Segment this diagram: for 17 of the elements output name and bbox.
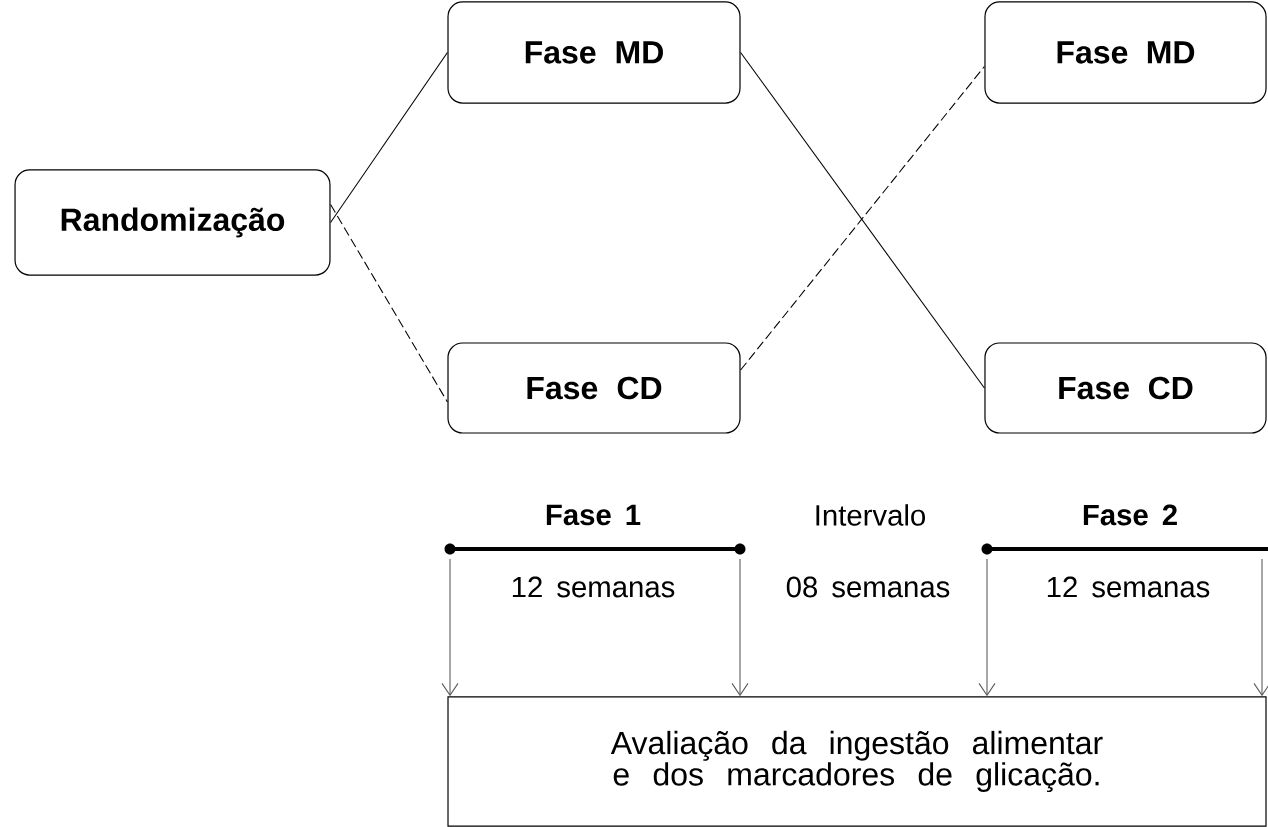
duration-label: 12 semanas — [1044, 575, 1212, 599]
arrow — [978, 558, 996, 697]
duration-label: Intervalo — [812, 502, 928, 528]
process-box: Fase MD — [984, 1, 1267, 104]
process-box: Fase CD — [984, 342, 1267, 434]
arrow — [1253, 558, 1268, 697]
text-box: Avaliação da ingestão alimentar e dos marcadores de glicação. — [447, 696, 1267, 827]
phase-label: Fase 1 — [543, 503, 643, 527]
process-box: Randomização — [14, 169, 331, 276]
arrow — [441, 558, 459, 697]
process-box: Fase MD — [447, 1, 741, 104]
process-box: Fase CD — [447, 342, 741, 434]
connector-line — [330, 51, 448, 224]
duration-label: 12 semanas — [509, 575, 677, 599]
phase-label: Fase 2 — [1080, 503, 1180, 527]
arrow — [731, 558, 749, 697]
duration-label: 08 semanas — [784, 575, 952, 599]
